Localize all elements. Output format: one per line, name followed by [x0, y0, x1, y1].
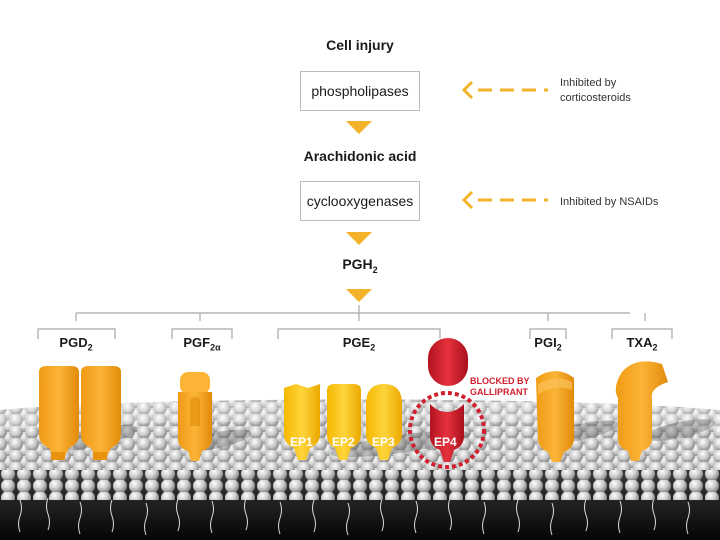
- pgd2-label: PGD2: [59, 335, 93, 353]
- nsaids-inhibition-arrow: [461, 190, 548, 210]
- branch-bracket: [37, 305, 673, 339]
- pgf2a-receptor: [178, 372, 212, 461]
- pge2-label: PGE2: [342, 335, 376, 353]
- cyclooxygenases-box: cyclooxygenases: [300, 181, 420, 221]
- pgi2-receptor: [536, 371, 574, 462]
- blocked-by-galliprant-label: BLOCKED BY GALLIPRANT: [470, 376, 530, 398]
- ep2-label: EP2: [332, 435, 355, 449]
- flow-arrow-3: [346, 289, 372, 302]
- cyclooxygenases-label: cyclooxygenases: [306, 193, 414, 209]
- corticosteroids-note-line2: corticosteroids: [560, 92, 631, 104]
- corticosteroids-note-line1: Inhibited by: [560, 77, 617, 89]
- txa2-label: TXA2: [626, 335, 658, 353]
- arachidonic-acid-label: Arachidonic acid: [303, 148, 417, 164]
- ep3-label: EP3: [372, 435, 395, 449]
- ep2-receptor: [327, 384, 361, 460]
- blocked-ring: [408, 391, 486, 469]
- phospholipases-label: phospholipases: [311, 83, 409, 99]
- phospholipases-box: phospholipases: [300, 71, 420, 111]
- lipid-tails: [18, 497, 690, 536]
- txa2-receptor: [615, 361, 668, 461]
- ep1-label: EP1: [290, 435, 313, 449]
- cell-injury-label: Cell injury: [326, 37, 394, 53]
- ep1-receptor: [284, 384, 320, 460]
- ep4-receptor: [430, 404, 464, 462]
- pgi2-label: PGI2: [534, 335, 562, 353]
- corticosteroids-inhibition-arrow: [461, 80, 548, 100]
- pgd2-receptor-1: [39, 366, 79, 460]
- flow-arrow-1: [346, 121, 372, 134]
- pgh2-label: PGH2: [342, 256, 378, 275]
- corticosteroids-note: Inhibited by corticosteroids: [560, 76, 631, 106]
- blocked-line2: GALLIPRANT: [470, 387, 528, 397]
- pgd2-receptor-2: [81, 366, 121, 460]
- galliprant-ligand: [428, 338, 468, 386]
- nsaids-note: Inhibited by NSAIDs: [560, 196, 659, 208]
- ep4-label: EP4: [434, 435, 457, 449]
- ep3-receptor: [366, 384, 402, 460]
- flow-arrow-2: [346, 232, 372, 245]
- blocked-line1: BLOCKED BY: [470, 376, 530, 386]
- pgf2a-label: PGF2α: [183, 335, 221, 353]
